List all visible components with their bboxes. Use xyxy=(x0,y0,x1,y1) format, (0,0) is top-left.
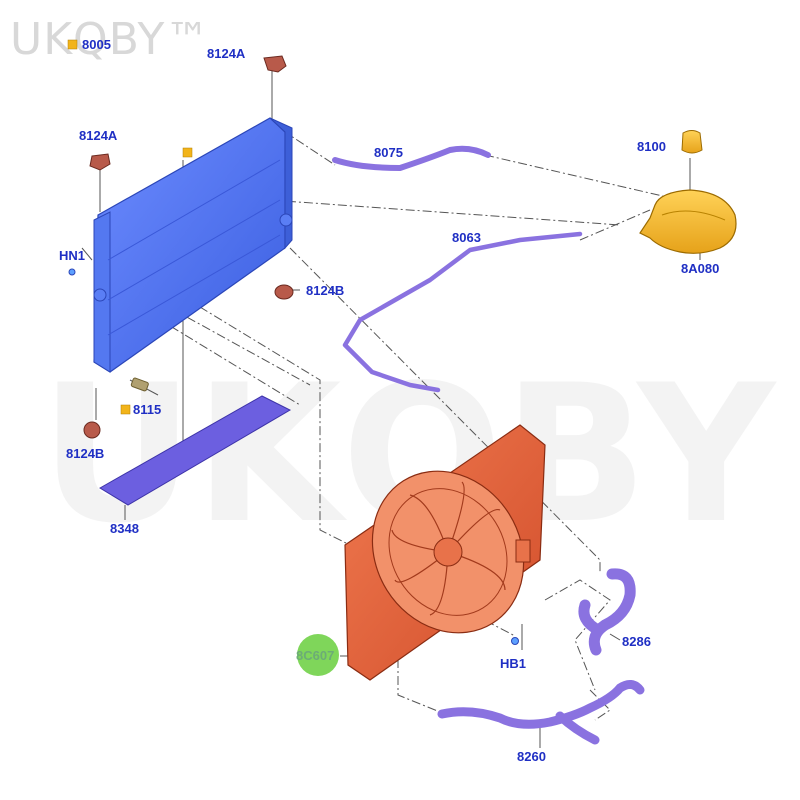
label-8286: 8286 xyxy=(622,634,651,649)
bolt-hb1 xyxy=(511,637,519,645)
bolt-hn1 xyxy=(68,268,76,276)
mount-clip-right xyxy=(274,284,294,300)
label-8348: 8348 xyxy=(110,521,139,536)
label-hb1: HB1 xyxy=(500,656,526,671)
label-8115: 8115 xyxy=(133,402,161,417)
label-8005: 8005 xyxy=(82,37,111,52)
marker-square-8115 xyxy=(120,404,131,415)
marker-square-8005 xyxy=(67,39,78,50)
reservoir-cap xyxy=(681,130,703,154)
radiator-seal xyxy=(99,395,292,506)
label-8075: 8075 xyxy=(374,145,403,160)
label-8124a-top: 8124A xyxy=(207,46,246,61)
drain-plug xyxy=(130,377,149,392)
mount-clip-left-top xyxy=(89,153,111,171)
fan-shroud-assembly xyxy=(344,424,546,681)
hose-8075 xyxy=(332,145,491,172)
label-8c607: 8C607 xyxy=(296,648,334,663)
label-8063: 8063 xyxy=(452,230,481,245)
marker-square-radiator xyxy=(182,147,193,158)
radiator xyxy=(93,117,293,373)
hose-8063 xyxy=(342,231,583,393)
label-8260: 8260 xyxy=(517,749,546,764)
label-8124a-left: 8124A xyxy=(79,128,118,143)
label-8a080: 8A080 xyxy=(681,261,719,276)
hose-8260 xyxy=(437,680,645,745)
label-8124b-right: 8124B xyxy=(306,283,344,298)
label-8124b-bottom: 8124B xyxy=(66,446,104,461)
watermark-small: UKQBY™ xyxy=(10,14,210,65)
label-8100: 8100 xyxy=(637,139,666,154)
coolant-reservoir xyxy=(639,189,737,254)
hose-8286 xyxy=(578,568,636,656)
mount-clip-top xyxy=(263,55,287,73)
mount-clip-left-bottom xyxy=(83,421,101,439)
label-hn1: HN1 xyxy=(59,248,85,263)
callout-bubble-8c607 xyxy=(297,634,339,676)
